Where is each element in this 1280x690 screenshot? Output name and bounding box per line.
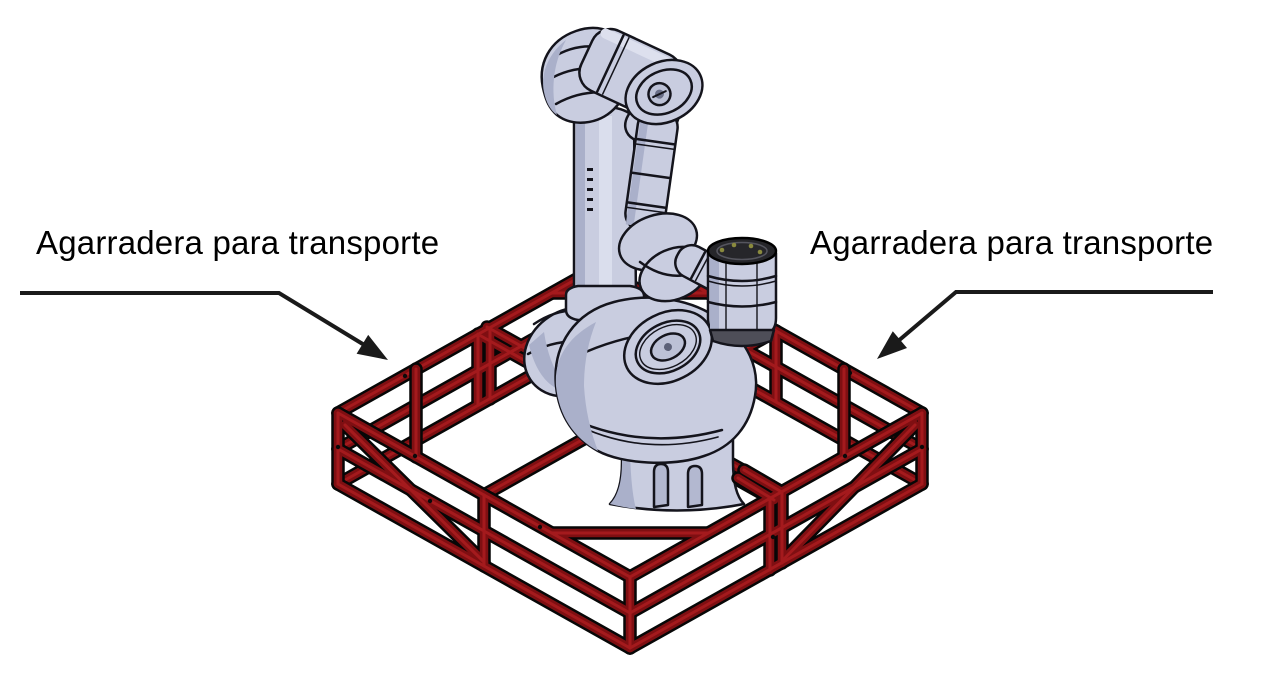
robot-shoulder-joint bbox=[554, 296, 758, 464]
frame-bolt-dot bbox=[402, 373, 408, 379]
left-callout-arrow bbox=[20, 291, 388, 360]
base-cable-notch bbox=[686, 464, 704, 509]
frame-bolt-dot bbox=[919, 444, 925, 450]
frame-bolt-dot bbox=[335, 444, 341, 450]
flange-connector-dot bbox=[748, 243, 754, 249]
robot-forearm bbox=[624, 108, 679, 233]
flange-connector-dot bbox=[719, 247, 725, 253]
elbow-end-cap bbox=[624, 58, 704, 126]
transport-frame-front bbox=[336, 369, 924, 648]
robot-wrist-cylinder bbox=[706, 236, 778, 348]
arrowhead-icon bbox=[877, 331, 907, 359]
base-cable-notch bbox=[652, 462, 670, 509]
robot-arm bbox=[522, 26, 778, 512]
robot-upper-arm-column bbox=[564, 106, 646, 322]
frame-bolt-dot bbox=[537, 524, 543, 530]
flange-connector-dot bbox=[731, 242, 737, 248]
robot-elbow-joint bbox=[540, 26, 704, 126]
frame-bolt-dot bbox=[412, 453, 418, 459]
frame-bolt-dot bbox=[427, 498, 433, 504]
frame-bolt-dot bbox=[842, 453, 848, 459]
frame-bolt-dot bbox=[770, 534, 776, 540]
right-callout-arrow bbox=[877, 290, 1213, 359]
robot-tool-flange bbox=[706, 236, 778, 266]
shoulder-joint-cap bbox=[622, 308, 714, 386]
right-callout-label: Agarradera para transporte bbox=[810, 224, 1214, 261]
flange-connector-dot bbox=[757, 249, 763, 255]
arrowhead-icon bbox=[356, 334, 388, 360]
wrist-dark-band bbox=[708, 328, 776, 348]
left-callout-label: Agarradera para transporte bbox=[36, 224, 440, 261]
